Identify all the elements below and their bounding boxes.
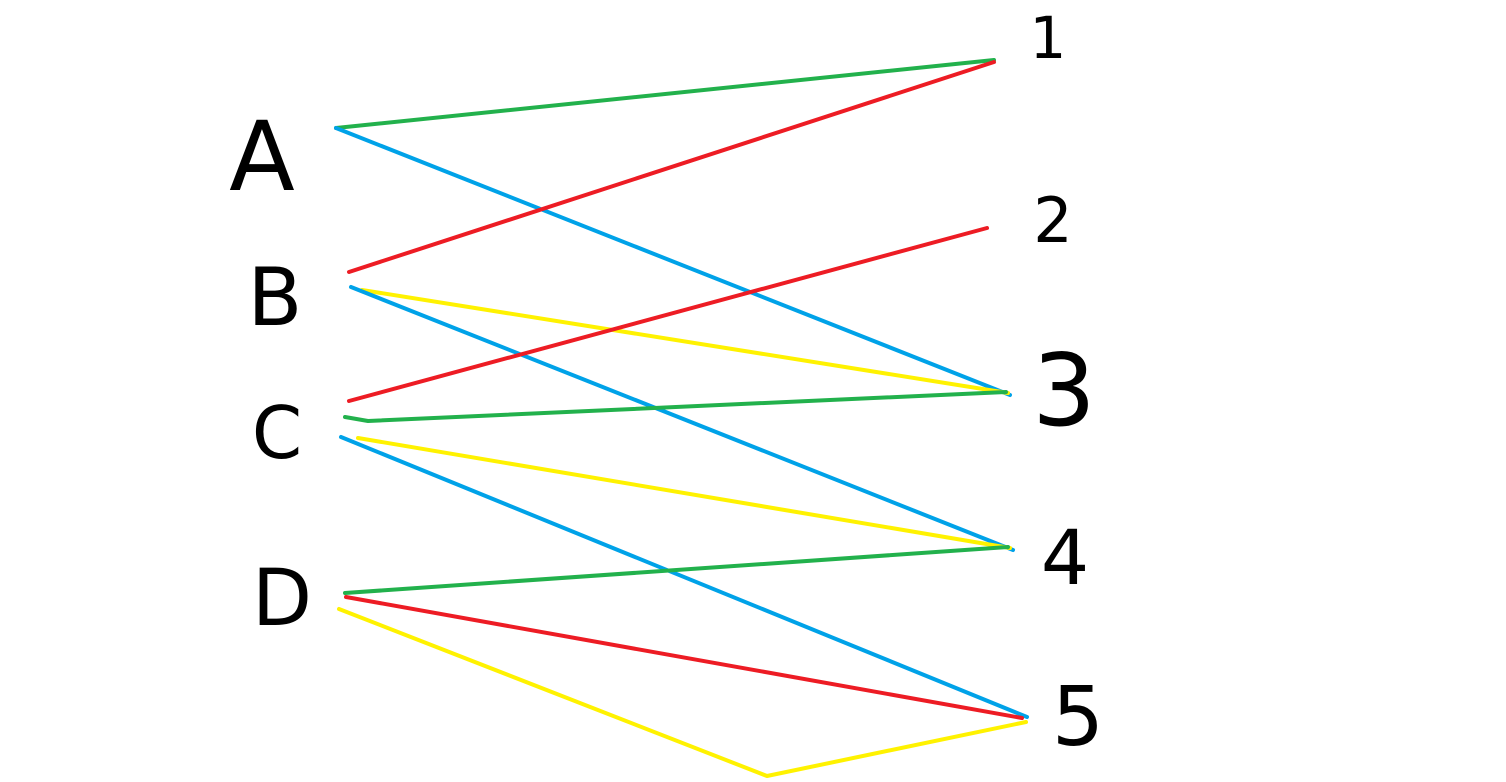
edges-layer — [334, 58, 1029, 778]
edge-C-5-blue — [339, 435, 1029, 719]
edge-B-4-blue — [349, 285, 1015, 552]
edge-B-1-red — [347, 60, 996, 274]
edge-D-5-yellow — [337, 607, 1028, 778]
edge-C-4-yellow — [356, 436, 1012, 550]
node-label-D: D — [252, 554, 312, 644]
edge-A-3-blue — [334, 126, 1012, 397]
node-label-2: 2 — [1033, 184, 1072, 257]
labels-layer: A B C D 1 2 3 4 5 — [229, 4, 1104, 765]
node-label-1: 1 — [1030, 4, 1067, 72]
edge-C-2-red — [347, 226, 989, 403]
node-label-4: 4 — [1041, 513, 1089, 602]
edge-B-3-yellow — [360, 288, 1010, 395]
node-label-B: B — [248, 251, 303, 344]
edge-D-5-red — [344, 595, 1024, 720]
node-label-C: C — [252, 391, 302, 475]
node-label-A: A — [229, 101, 295, 213]
edge-C-3-green — [343, 390, 1008, 423]
node-label-3: 3 — [1032, 332, 1096, 449]
edge-A-1-green — [334, 58, 996, 130]
node-label-5: 5 — [1052, 670, 1104, 765]
edge-D-4-green — [343, 545, 1010, 595]
